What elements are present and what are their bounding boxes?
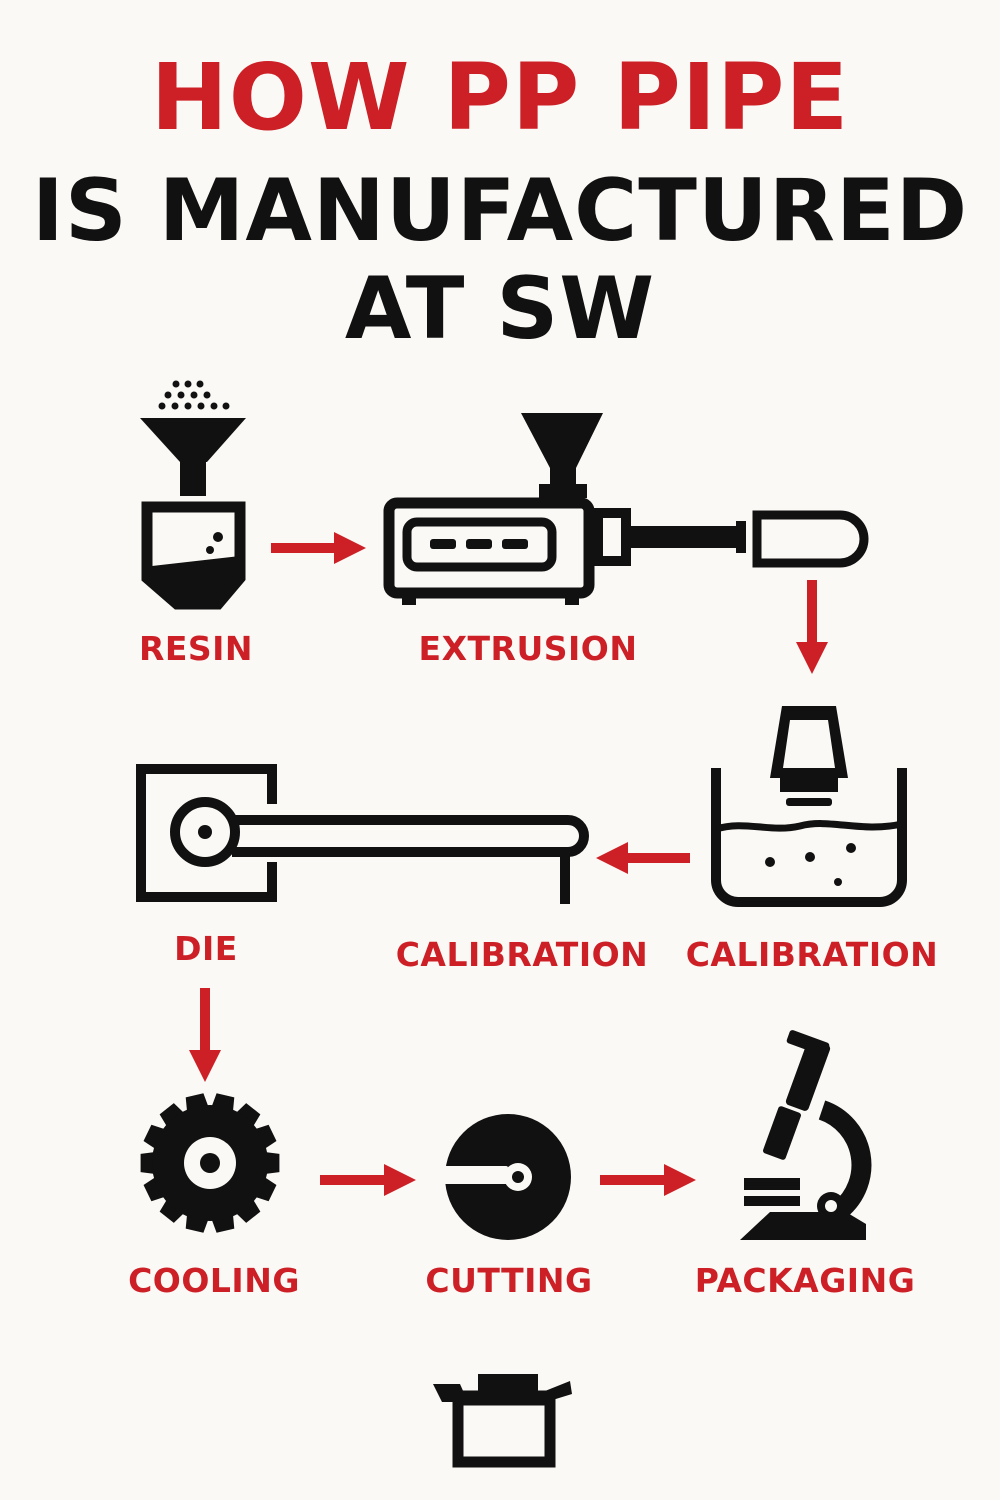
title-line-3: AT SW <box>344 259 656 359</box>
extruder-icon <box>383 413 869 605</box>
step-label-packaging: PACKAGING <box>694 1261 916 1300</box>
title-line-2: IS MANUFACTURED <box>31 161 969 261</box>
water-tank-icon <box>711 706 907 907</box>
die-icon <box>136 764 277 902</box>
step-label-cooling: COOLING <box>128 1261 300 1300</box>
hopper-icon <box>140 380 246 610</box>
step-label-resin: RESIN <box>138 629 254 668</box>
step-label-calibration-tank: CALIBRATION <box>685 935 939 974</box>
box-icon <box>433 1374 572 1468</box>
step-label-calibration-conveyor: CALIBRATION <box>395 935 649 974</box>
microscope-icon <box>740 1030 872 1240</box>
title-line-1: HOW PP PIPE <box>150 44 850 151</box>
saw-blade-icon <box>140 1093 280 1233</box>
conveyor-icon <box>232 815 590 904</box>
step-label-cutting: CUTTING <box>425 1261 593 1300</box>
step-label-extrusion: EXTRUSION <box>418 629 638 668</box>
cutter-icon <box>438 1114 571 1240</box>
step-label-die: DIE <box>174 929 238 968</box>
